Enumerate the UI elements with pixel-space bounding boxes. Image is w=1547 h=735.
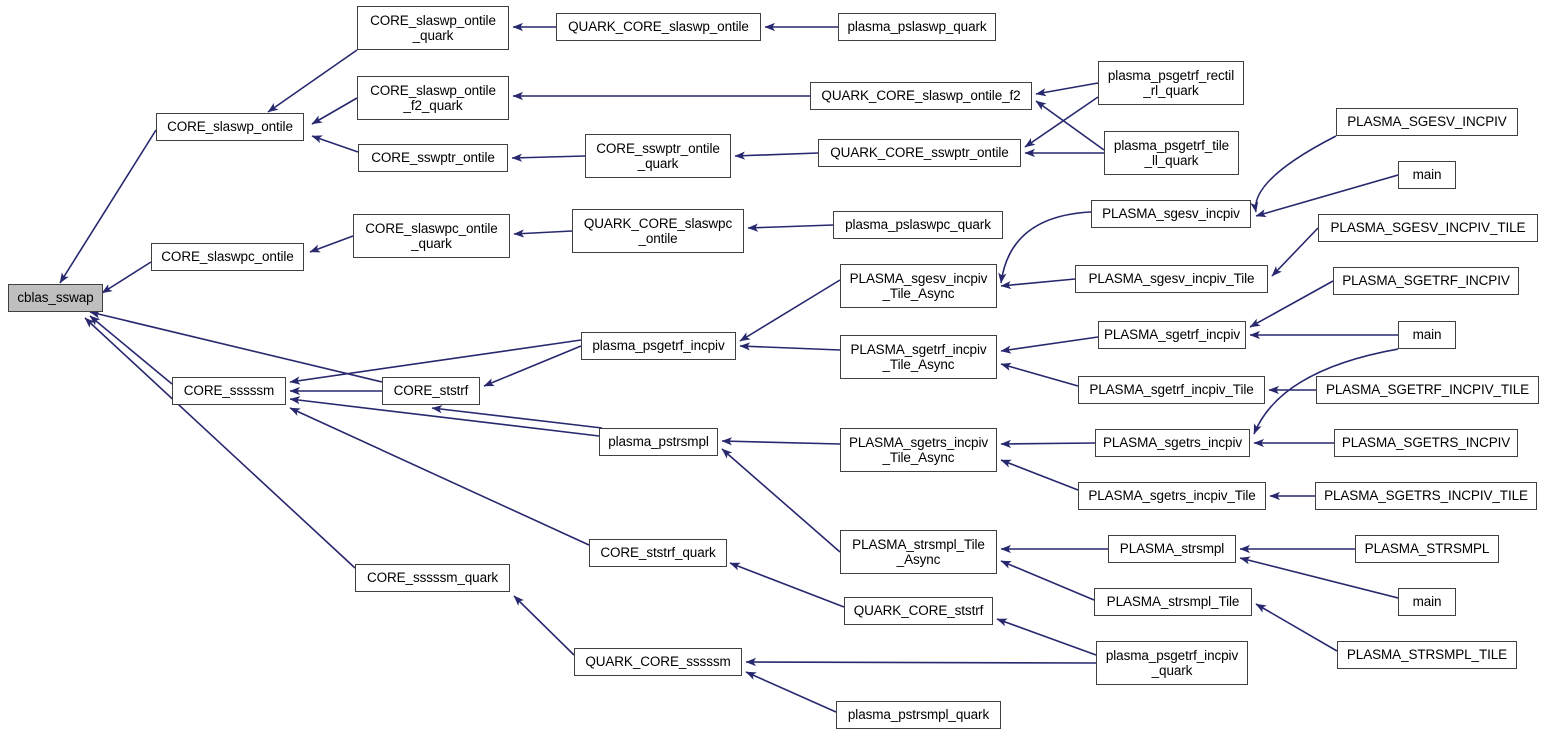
graph-node-plasma_sgesv_incpiv_tile[interactable]: PLASMA_sgesv_incpiv_Tile: [1075, 265, 1268, 293]
graph-node-plasma_sgetrs_incpiv_tile[interactable]: PLASMA_SGETRS_INCPIV_TILE: [1315, 482, 1537, 510]
graph-node-plasma_sgesv_incpiv[interactable]: PLASMA_SGESV_INCPIV: [1336, 108, 1518, 136]
graph-edge-n36-to-n24: [1000, 560, 1095, 601]
graph-edge-n10-to-n3: [289, 407, 590, 546]
graph-edge-n14-to-n3: [289, 339, 582, 385]
graph-node-core_sssssm[interactable]: CORE_sssssm: [172, 377, 286, 405]
graph-edge-n31-to-n22: [1000, 336, 1099, 354]
graph-node-plasma_strsmpl[interactable]: PLASMA_STRSMPL: [1355, 535, 1499, 563]
graph-node-plasma_sgetrf_incpiv[interactable]: PLASMA_sgetrf_incpiv: [1098, 321, 1246, 349]
graph-edge-n40-to-n30: [1271, 227, 1319, 277]
graph-edge-n16-to-n4: [513, 595, 575, 656]
graph-node-plasma_psgetrf_tile-_ll_quark[interactable]: plasma_psgetrf_tile _ll_quark: [1104, 131, 1239, 175]
graph-node-plasma_sgetrs_incpiv-_tile_async[interactable]: PLASMA_sgetrs_incpiv _Tile_Async: [840, 428, 997, 472]
graph-edge-n8-to-n2: [309, 235, 354, 253]
graph-edge-n20-to-n13: [747, 223, 834, 232]
graph-node-plasma_strsmpl_tile[interactable]: PLASMA_strsmpl_Tile: [1094, 588, 1252, 616]
graph-edge-n47-to-n35: [1239, 556, 1399, 599]
graph-node-plasma_pslaswpc_quark[interactable]: plasma_pslaswpc_quark: [833, 211, 1003, 239]
graph-edge-n27-to-n17: [1035, 82, 1099, 97]
graph-edge-n13-to-n8: [513, 229, 573, 238]
graph-edge-n26-to-n16: [745, 671, 837, 713]
graph-edge-n34-to-n23: [1000, 459, 1079, 491]
graph-node-cblas_sswap[interactable]: cblas_sswap: [8, 284, 103, 312]
graph-edge-n2-to-n0: [101, 261, 152, 294]
graph-node-plasma_sgesv_incpiv_tile[interactable]: PLASMA_SGESV_INCPIV_TILE: [1318, 214, 1538, 242]
graph-node-quark_core_slaswp_ontile_f2[interactable]: QUARK_CORE_slaswp_ontile_f2: [810, 82, 1032, 110]
graph-edge-n3-to-n0: [89, 315, 173, 385]
graph-edge-n48-to-n36: [1255, 603, 1338, 652]
graph-node-main[interactable]: main: [1398, 588, 1456, 616]
graph-node-plasma_psgetrf_incpiv-_quark[interactable]: plasma_psgetrf_incpiv _quark: [1096, 641, 1248, 685]
graph-node-plasma_sgetrs_incpiv_tile[interactable]: PLASMA_sgetrs_incpiv_Tile: [1078, 482, 1266, 510]
graph-node-core_slaswp_ontile-_f2_quark[interactable]: CORE_slaswp_ontile _f2_quark: [357, 76, 509, 120]
graph-edge-n21-to-n14: [739, 279, 841, 342]
graph-node-plasma_sgetrf_incpiv_tile[interactable]: PLASMA_SGETRF_INCPIV_TILE: [1316, 376, 1539, 404]
graph-edge-n23-to-n15: [721, 437, 841, 446]
graph-node-plasma_pstrsmpl[interactable]: plasma_pstrsmpl: [599, 428, 718, 456]
graph-node-quark_core_ststrf[interactable]: QUARK_CORE_ststrf: [844, 597, 993, 625]
graph-node-core_slaswpc_ontile[interactable]: CORE_slaswpc_ontile: [151, 243, 304, 271]
graph-edge-n25-to-n10: [729, 562, 845, 608]
graph-edge-n15-to-n9: [431, 405, 603, 429]
graph-edge-n4-to-n0: [84, 317, 356, 569]
graph-node-core_sssssm_quark[interactable]: CORE_sssssm_quark: [355, 564, 510, 592]
graph-edge-n37-to-n25: [996, 618, 1097, 656]
graph-edge-n27-to-n18: [1024, 96, 1099, 148]
graph-edge-n5-to-n1: [267, 49, 358, 113]
graph-node-core_ststrf_quark[interactable]: CORE_ststrf_quark: [589, 539, 727, 567]
graph-edge-n1-to-n0: [59, 129, 157, 284]
graph-node-quark_core_sswptr_ontile[interactable]: QUARK_CORE_sswptr_ontile: [818, 139, 1021, 167]
graph-node-plasma_pstrsmpl_quark[interactable]: plasma_pstrsmpl_quark: [836, 701, 1001, 729]
graph-node-plasma_strsmpl[interactable]: PLASMA_strsmpl: [1108, 535, 1236, 563]
graph-edge-n14-to-n9: [483, 345, 582, 387]
graph-edge-n28-to-n17: [1035, 100, 1105, 151]
graph-edge-n30-to-n21: [1000, 278, 1076, 290]
graph-node-plasma_sgetrf_incpiv[interactable]: PLASMA_SGETRF_INCPIV: [1333, 267, 1519, 295]
graph-node-core_sswptr_ontile[interactable]: CORE_sswptr_ontile: [358, 144, 508, 172]
graph-node-plasma_strsmpl_tile[interactable]: PLASMA_STRSMPL_TILE: [1337, 641, 1517, 669]
graph-edge-n37-to-n16: [745, 657, 1097, 667]
graph-edge-n38-to-n29: [1250, 135, 1337, 213]
graph-node-core_ststrf[interactable]: CORE_ststrf: [382, 377, 480, 405]
graph-edge-n33-to-n23: [1000, 439, 1096, 448]
graph-node-core_sswptr_ontile-_quark[interactable]: CORE_sswptr_ontile _quark: [585, 134, 731, 178]
graph-node-plasma_strsmpl_tile-_async[interactable]: PLASMA_strsmpl_Tile _Async: [840, 530, 997, 574]
graph-edge-n24-to-n15: [721, 448, 841, 553]
graph-node-plasma_psgetrf_incpiv[interactable]: plasma_psgetrf_incpiv: [581, 332, 736, 360]
graph-node-quark_core_sssssm[interactable]: QUARK_CORE_sssssm: [574, 648, 742, 676]
graph-edge-n7-to-n1: [311, 135, 359, 153]
graph-node-main[interactable]: main: [1398, 161, 1456, 189]
graph-node-main[interactable]: main: [1398, 321, 1456, 349]
graph-edge-n12-to-n7: [511, 153, 586, 162]
graph-node-plasma_sgesv_incpiv-_tile_async[interactable]: PLASMA_sgesv_incpiv _Tile_Async: [840, 264, 997, 308]
graph-edge-n6-to-n1: [311, 97, 358, 125]
graph-edge-n9-to-n0: [89, 310, 383, 383]
graph-node-core_slaswp_ontile[interactable]: CORE_slaswp_ontile: [156, 113, 304, 141]
graph-node-quark_core_slaswpc-_ontile[interactable]: QUARK_CORE_slaswpc _ontile: [572, 209, 744, 253]
graph-edge-n39-to-n29: [1255, 174, 1399, 218]
graph-edge-n22-to-n14: [739, 342, 841, 351]
graph-edge-n32-to-n32b: [1000, 362, 1079, 387]
graph-node-plasma_sgetrs_incpiv[interactable]: PLASMA_sgetrs_incpiv: [1095, 429, 1250, 457]
graph-node-core_slaswp_ontile-_quark[interactable]: CORE_slaswp_ontile _quark: [357, 6, 509, 50]
graph-node-plasma_sgetrf_incpiv-_tile_async[interactable]: PLASMA_sgetrf_incpiv _Tile_Async: [840, 335, 997, 379]
graph-node-quark_core_slaswp_ontile[interactable]: QUARK_CORE_slaswp_ontile: [556, 13, 761, 41]
graph-node-plasma_sgetrs_incpiv[interactable]: PLASMA_SGETRS_INCPIV: [1334, 429, 1518, 457]
graph-node-plasma_sgetrf_incpiv_tile[interactable]: PLASMA_sgetrf_incpiv_Tile: [1078, 376, 1265, 404]
graph-node-core_slaswpc_ontile-_quark[interactable]: CORE_slaswpc_ontile _quark: [353, 214, 510, 258]
graph-edge-n18-to-n12: [734, 151, 819, 160]
graph-node-plasma_psgetrf_rectil-_rl_quark[interactable]: plasma_psgetrf_rectil _rl_quark: [1098, 61, 1244, 105]
graph-node-plasma_sgesv_incpiv[interactable]: PLASMA_sgesv_incpiv: [1091, 200, 1251, 228]
graph-node-plasma_pslaswp_quark[interactable]: plasma_pslaswp_quark: [838, 13, 996, 41]
